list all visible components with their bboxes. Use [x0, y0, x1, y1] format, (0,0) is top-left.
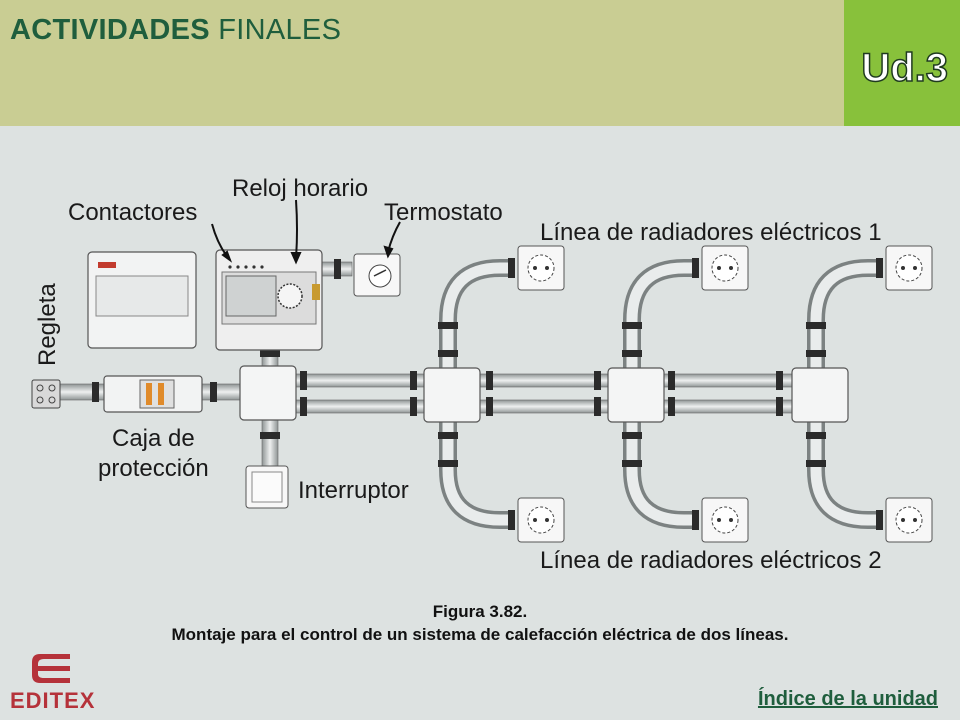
label-linea-1: Línea de radiadores eléctricos 1: [540, 219, 882, 246]
outlet-line1-b: [701, 245, 749, 291]
heating-wiring-diagram: Reloj horario Contactores Termostato Lín…: [31, 175, 933, 574]
protection-box: [103, 375, 203, 413]
figure-number: Figura 3.82.: [432, 602, 528, 621]
conduit-couplings: [92, 258, 883, 530]
junction-box-main: [239, 365, 297, 421]
outlet-line1-c: [885, 245, 933, 291]
outlet-line2-b: [701, 497, 749, 543]
editex-logo: EDITEX: [10, 654, 95, 712]
diagram-labels: Reloj horario Contactores Termostato Lín…: [34, 175, 882, 574]
unit-badge: Ud.3: [844, 0, 960, 126]
thermostat-device: [353, 253, 401, 297]
enclosure-box: [87, 251, 197, 349]
label-proteccion: protección: [98, 455, 209, 482]
control-panel: [215, 249, 323, 351]
junction-box-1: [423, 367, 481, 423]
junction-box-2: [607, 367, 665, 423]
wall-switch: [245, 465, 289, 509]
label-reloj-horario: Reloj horario: [232, 175, 368, 202]
junction-boxes: [239, 365, 849, 423]
header-bar: ACTIVIDADES FINALES: [0, 0, 844, 126]
timer-dial-icon: [277, 283, 303, 309]
outlet-line2-a: [517, 497, 565, 543]
outlet-line2-c: [885, 497, 933, 543]
junction-box-3: [791, 367, 849, 423]
label-contactores: Contactores: [68, 199, 197, 226]
branch-conduits: [439, 259, 880, 529]
index-link[interactable]: Índice de la unidad: [757, 688, 938, 710]
radiator-outlets: [517, 245, 933, 543]
unit-label: Ud.3: [861, 45, 949, 91]
label-termostato: Termostato: [384, 199, 503, 226]
editex-logo-text: EDITEX: [10, 688, 95, 712]
slide-title-bold: ACTIVIDADES: [10, 14, 210, 46]
label-linea-2: Línea de radiadores eléctricos 2: [540, 547, 882, 574]
label-regleta: Regleta: [34, 283, 61, 366]
slide-title-rest: FINALES: [218, 14, 342, 46]
figure-description: Montaje para el control de un sistema de…: [171, 625, 789, 644]
label-caja-de: Caja de: [112, 425, 195, 452]
figure-caption: Figura 3.82. Montaje para el control de …: [0, 600, 960, 646]
label-pointers: [211, 199, 401, 265]
terminal-strip: [31, 379, 61, 409]
outlet-line1-a: [517, 245, 565, 291]
label-interruptor: Interruptor: [298, 477, 409, 504]
slide-title: ACTIVIDADES FINALES: [10, 14, 341, 47]
